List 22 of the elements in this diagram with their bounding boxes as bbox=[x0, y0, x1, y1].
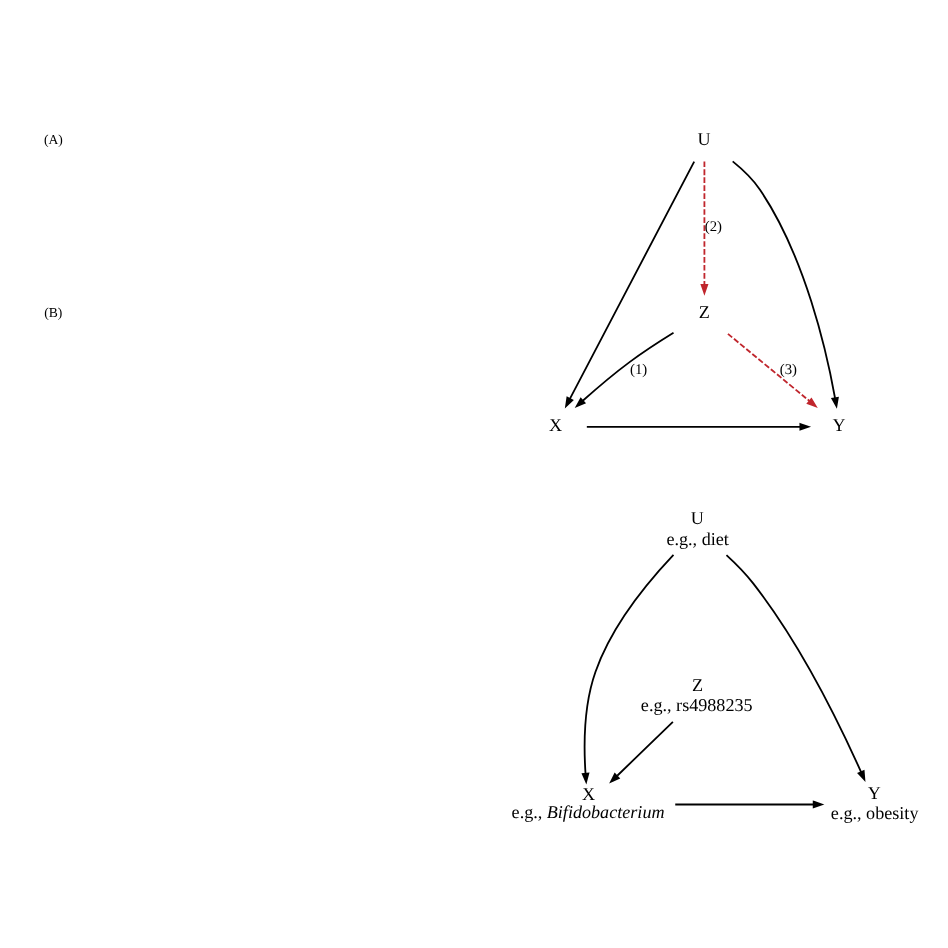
arrow bbox=[726, 331, 817, 407]
node-text: X bbox=[548, 414, 562, 435]
node-text: Y bbox=[866, 781, 880, 802]
node-text: U bbox=[696, 128, 710, 149]
arrow bbox=[563, 159, 695, 408]
node-label: e.g., rs4988235 bbox=[639, 694, 752, 715]
node-label: e.g., diet bbox=[665, 527, 728, 548]
node-label: e.g., obesity bbox=[829, 802, 918, 823]
arrow bbox=[699, 159, 708, 295]
node-label: e.g., Bifidobacterium bbox=[510, 800, 664, 821]
node-text: Z bbox=[690, 673, 703, 694]
arrow bbox=[584, 421, 811, 430]
arrow bbox=[608, 719, 673, 783]
arrow bbox=[724, 553, 865, 781]
node-text: U bbox=[689, 507, 703, 528]
node-text: X bbox=[580, 782, 594, 803]
node-text: Y bbox=[831, 414, 845, 435]
arrow bbox=[573, 330, 674, 408]
arrow bbox=[580, 553, 674, 784]
arrow bbox=[730, 159, 838, 408]
arrow bbox=[673, 799, 824, 808]
node-text: Z bbox=[697, 300, 709, 321]
